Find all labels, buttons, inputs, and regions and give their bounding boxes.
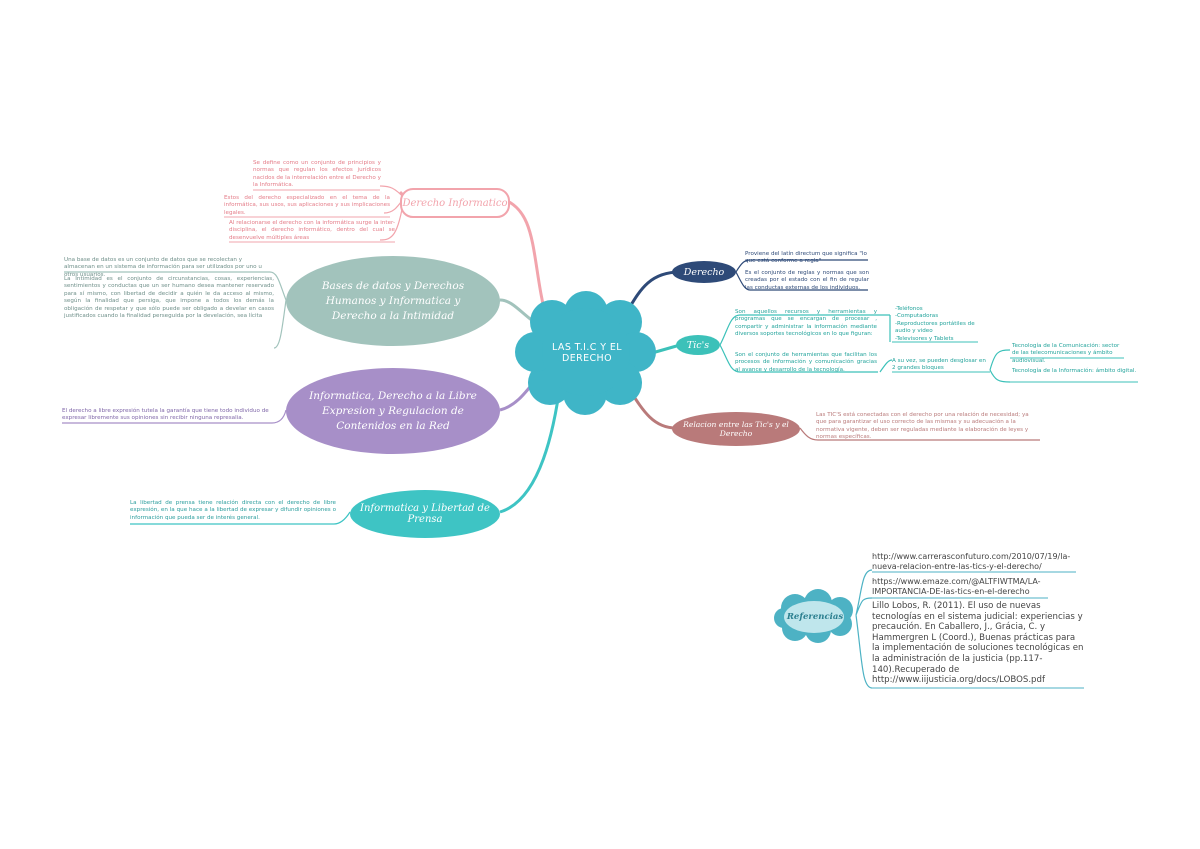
node-derecho-informatico[interactable]: Derecho Informatico (400, 188, 510, 218)
node-referencias-label: Referencias (786, 612, 844, 622)
node-derecho-informatico-label: Derecho Informatico (402, 197, 508, 209)
node-libertad-prensa-label: Informatica y Libertad de Prensa (360, 503, 490, 525)
derecho-informatico-item: Al relacionarse el derecho con la inform… (229, 220, 395, 241)
connector-relacion-item (799, 427, 1040, 441)
branch-derecho (626, 270, 681, 311)
central-cloud-node[interactable] (515, 291, 656, 415)
tics-bloques-label: A su vez, se pueden desglosar en 2 grand… (892, 358, 986, 372)
referencia-item: https://www.emaze.com/@ALTFIWTMA/LA-IMPO… (872, 577, 1041, 596)
node-libre-expresion[interactable]: Informatica, Derecho a la Libre Expresio… (286, 368, 500, 454)
tics-item: Son el conjunto de herramientas que faci… (735, 352, 877, 373)
derecho-informatico-item: Estos del derecho especializado en el te… (224, 195, 390, 216)
node-tics-label: Tic's (686, 339, 710, 351)
derecho-informatico-item: Se define como un conjunto de principios… (253, 160, 381, 189)
bases-item: La Intimidad es el conjunto de circunsta… (64, 276, 274, 320)
tics-bloque: Tecnología de la Comunicación: sector de… (1012, 343, 1120, 364)
tics-item: Son aquellos recursos y herramientas y p… (735, 309, 877, 338)
connector-derecho-items (735, 259, 868, 291)
tics-list: -Teléfonos -Computadoras -Reproductores … (895, 306, 975, 342)
node-derecho-label: Derecho (683, 266, 725, 278)
libre-expresion-item: El derecho a libre expresión tutela la g… (62, 408, 269, 422)
references-cloud-node[interactable] (774, 589, 853, 643)
tics-bloque: Tecnología de la Información: ámbito dig… (1012, 368, 1137, 374)
connector-bases-items (64, 271, 287, 349)
referencia-item: http://www.carrerasconfuturo.com/2010/07… (872, 552, 1071, 571)
node-referencias[interactable]: Referencias (786, 610, 844, 624)
node-derecho[interactable]: Derecho (672, 261, 736, 283)
central-topic-title: LAS T.I.C Y EL DERECHO (552, 342, 622, 364)
node-libertad-prensa[interactable]: Informatica y Libertad de Prensa (350, 490, 500, 538)
node-tics[interactable]: Tic's (676, 335, 720, 355)
bases-item: Una base de datos es un conjunto de dato… (64, 257, 262, 278)
node-bases[interactable]: Bases de datos y Derechos Humanos y Info… (286, 256, 500, 346)
connector-libertad-prensa-item (130, 511, 351, 525)
derecho-item: Es el conjunto de reglas y normas que so… (745, 270, 869, 291)
connector-tics-items (719, 314, 1011, 383)
node-libre-expresion-label: Informatica, Derecho a la Libre Expresio… (309, 389, 477, 432)
connector-libre-expresion-item (62, 409, 287, 424)
node-relacion[interactable]: Relacion entre las Tic's y el Derecho (672, 412, 800, 446)
relacion-item: Las TIC'S está conectadas con el derecho… (816, 412, 1029, 441)
derecho-item: Proviene del latín directum que signific… (745, 251, 867, 265)
node-bases-label: Bases de datos y Derechos Humanos y Info… (321, 279, 465, 322)
node-relacion-label: Relacion entre las Tic's y el Derecho (683, 420, 789, 438)
connector-referencias (855, 569, 873, 689)
referencia-item: Lillo Lobos, R. (2011). El uso de nuevas… (872, 601, 1084, 686)
libertad-prensa-item: La libertad de prensa tiene relación dir… (130, 500, 336, 521)
